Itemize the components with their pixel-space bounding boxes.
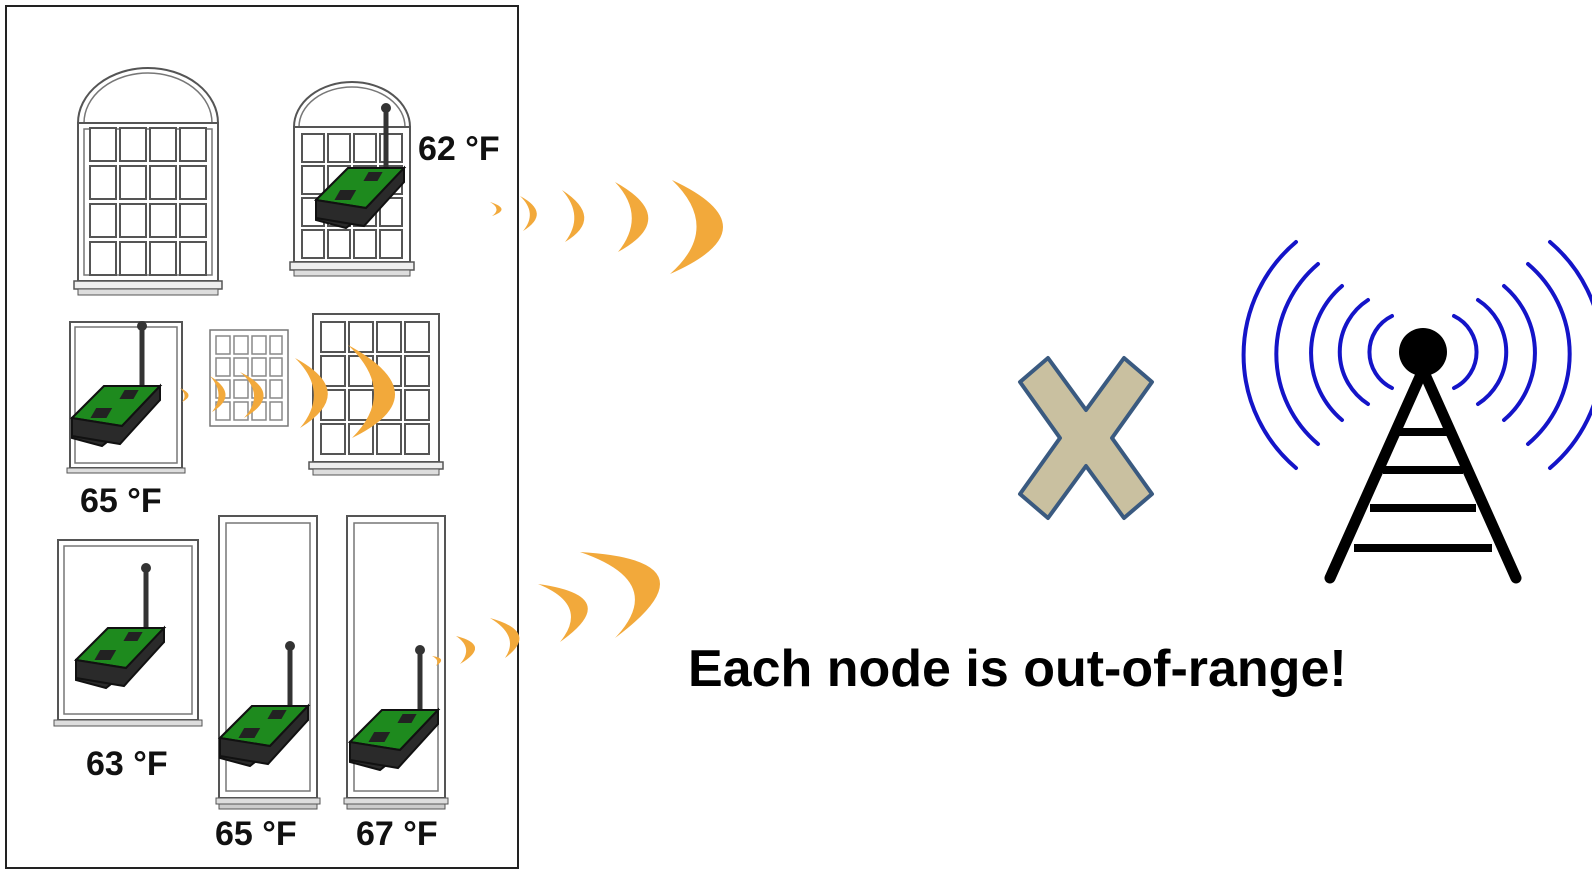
cross-icon — [1018, 356, 1154, 520]
radio-tower-icon — [1241, 240, 1592, 584]
temperature-label-bottom-middle: 65 °F — [215, 815, 297, 853]
signal-wave-icon — [432, 552, 660, 666]
signal-wave-icon — [180, 345, 396, 438]
window-icon — [215, 515, 321, 810]
window-icon — [73, 67, 223, 296]
temperature-label-mid-left: 65 °F — [80, 482, 162, 520]
temperature-label-top-right: 62 °F — [418, 130, 500, 168]
caption: Each node is out-of-range! — [688, 640, 1347, 698]
temperature-label-bottom-left: 63 °F — [86, 745, 168, 783]
temperature-label-bottom-right: 67 °F — [356, 815, 438, 853]
window-icon — [209, 329, 289, 427]
signal-wave-icon — [490, 180, 724, 274]
